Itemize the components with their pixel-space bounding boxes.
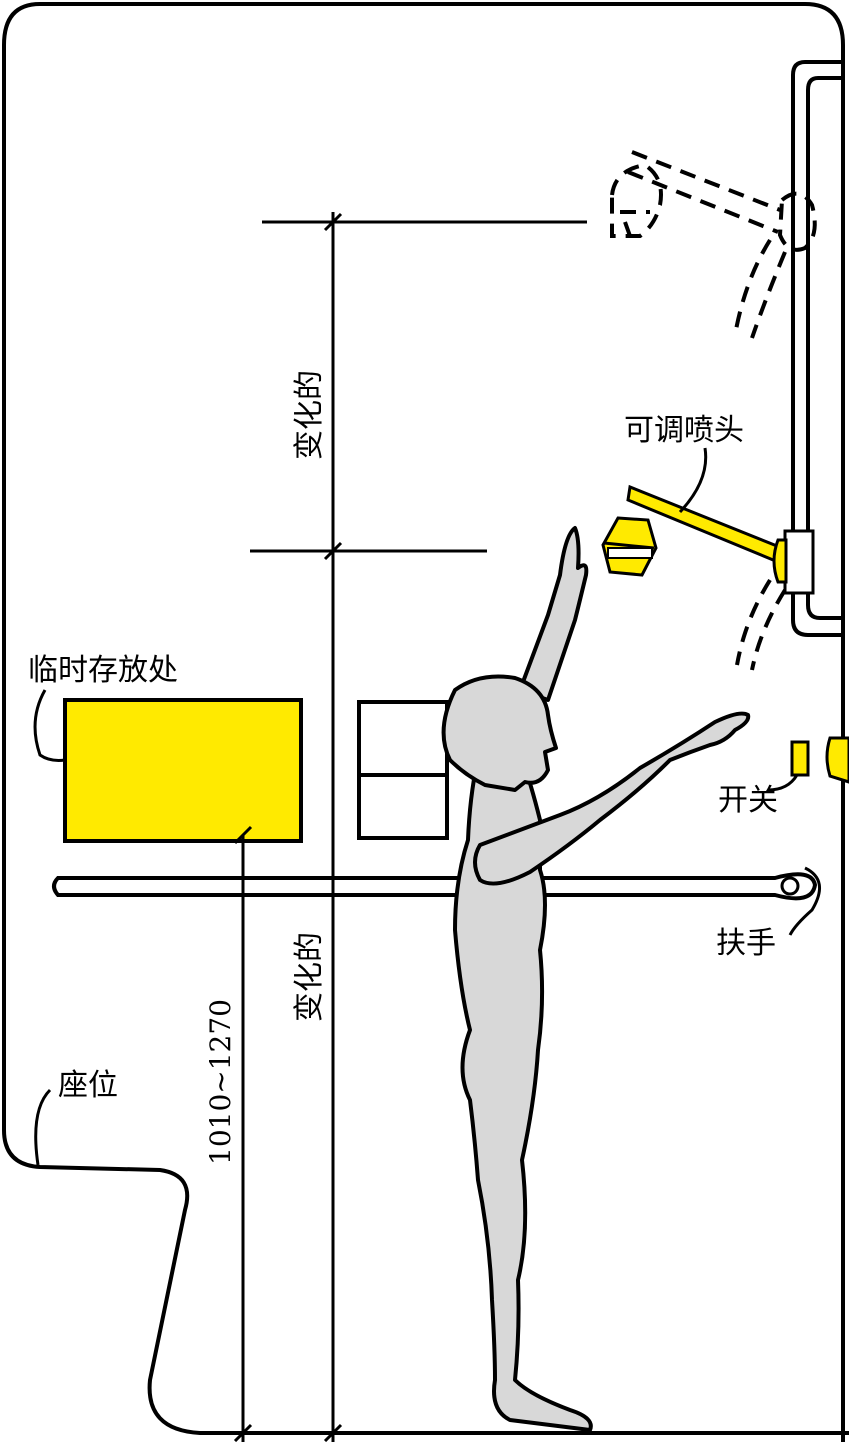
handrail [52,866,821,936]
label-handrail: 扶手 [716,926,776,961]
adjustable-nozzle-arm [626,484,815,595]
temporary-storage-box [63,698,303,843]
nozzle-leader [678,447,708,514]
slide-rail [791,60,843,637]
label-seat: 座位 [58,1068,118,1103]
dashed-lower-arc [735,578,787,671]
dashed-upper-nozzle [610,150,817,339]
label-switch: 开关 [718,783,778,818]
label-variable-upper: 变化的 [292,370,327,460]
label-height-range: 1010~1270 [204,999,237,1165]
label-variable-lower: 变化的 [292,932,327,1022]
label-temporary-storage: 临时存放处 [28,653,178,688]
storage-leader [33,689,66,762]
switch [767,736,849,792]
human-figure [441,526,751,1432]
seat-leader [34,1088,52,1166]
adjustable-nozzle-head [601,516,658,577]
dimension-lines [233,212,587,1442]
wall-panel [357,700,449,840]
label-adjustable-nozzle: 可调喷头 [624,413,744,448]
